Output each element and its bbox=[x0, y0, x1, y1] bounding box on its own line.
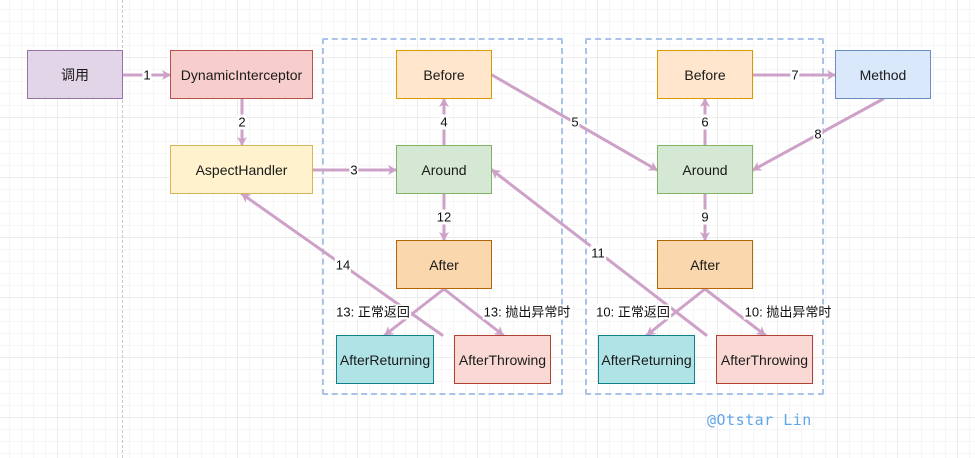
dynamic-interceptor-node: DynamicInterceptor bbox=[170, 50, 313, 99]
after-throwing-node-outer: AfterThrowing bbox=[454, 335, 551, 384]
edge-label-11: 11 bbox=[590, 245, 606, 261]
watermark: @Otstar Lin bbox=[707, 411, 812, 429]
inner-aspect-group bbox=[585, 38, 824, 395]
after-node-inner: After bbox=[657, 240, 753, 289]
edge-label-2: 2 bbox=[237, 114, 247, 130]
edge-13-throw-arrow bbox=[442, 287, 505, 337]
edge-label-5: 5 bbox=[570, 114, 580, 130]
edge-13-return-arrow bbox=[383, 287, 446, 337]
edge-label-10-throw: 10: 抛出异常时 bbox=[743, 304, 833, 320]
after-returning-node-inner: AfterReturning bbox=[598, 335, 695, 384]
method-node: Method bbox=[835, 50, 931, 99]
vertical-separator bbox=[122, 0, 123, 458]
edge-label-13-throw: 13: 抛出异常时 bbox=[482, 304, 572, 320]
after-node-outer: After bbox=[396, 240, 492, 289]
after-throwing-node-inner: AfterThrowing bbox=[716, 335, 813, 384]
edge-label-12: 12 bbox=[435, 209, 453, 225]
edge-label-10-return: 10: 正常返回 bbox=[595, 304, 671, 320]
edge-label-3: 3 bbox=[349, 162, 359, 178]
edge-label-4: 4 bbox=[439, 114, 449, 130]
before-node-outer: Before bbox=[396, 50, 492, 99]
before-node-inner: Before bbox=[657, 50, 753, 99]
around-node-outer: Around bbox=[396, 145, 492, 194]
edge-10-throw-arrow bbox=[703, 287, 767, 337]
edge-label-1: 1 bbox=[142, 67, 152, 83]
after-returning-node-outer: AfterReturning bbox=[336, 335, 434, 384]
outer-aspect-group bbox=[322, 38, 563, 395]
aspect-handler-node: AspectHandler bbox=[170, 145, 313, 194]
edge-label-7: 7 bbox=[790, 67, 800, 83]
edge-label-9: 9 bbox=[700, 209, 710, 225]
around-node-inner: Around bbox=[657, 145, 753, 194]
call-node: 调用 bbox=[27, 50, 123, 99]
edge-label-13-return: 13: 正常返回 bbox=[335, 304, 411, 320]
edge-label-6: 6 bbox=[700, 114, 710, 130]
edge-label-14: 14 bbox=[334, 257, 352, 273]
edge-label-8: 8 bbox=[813, 126, 823, 142]
